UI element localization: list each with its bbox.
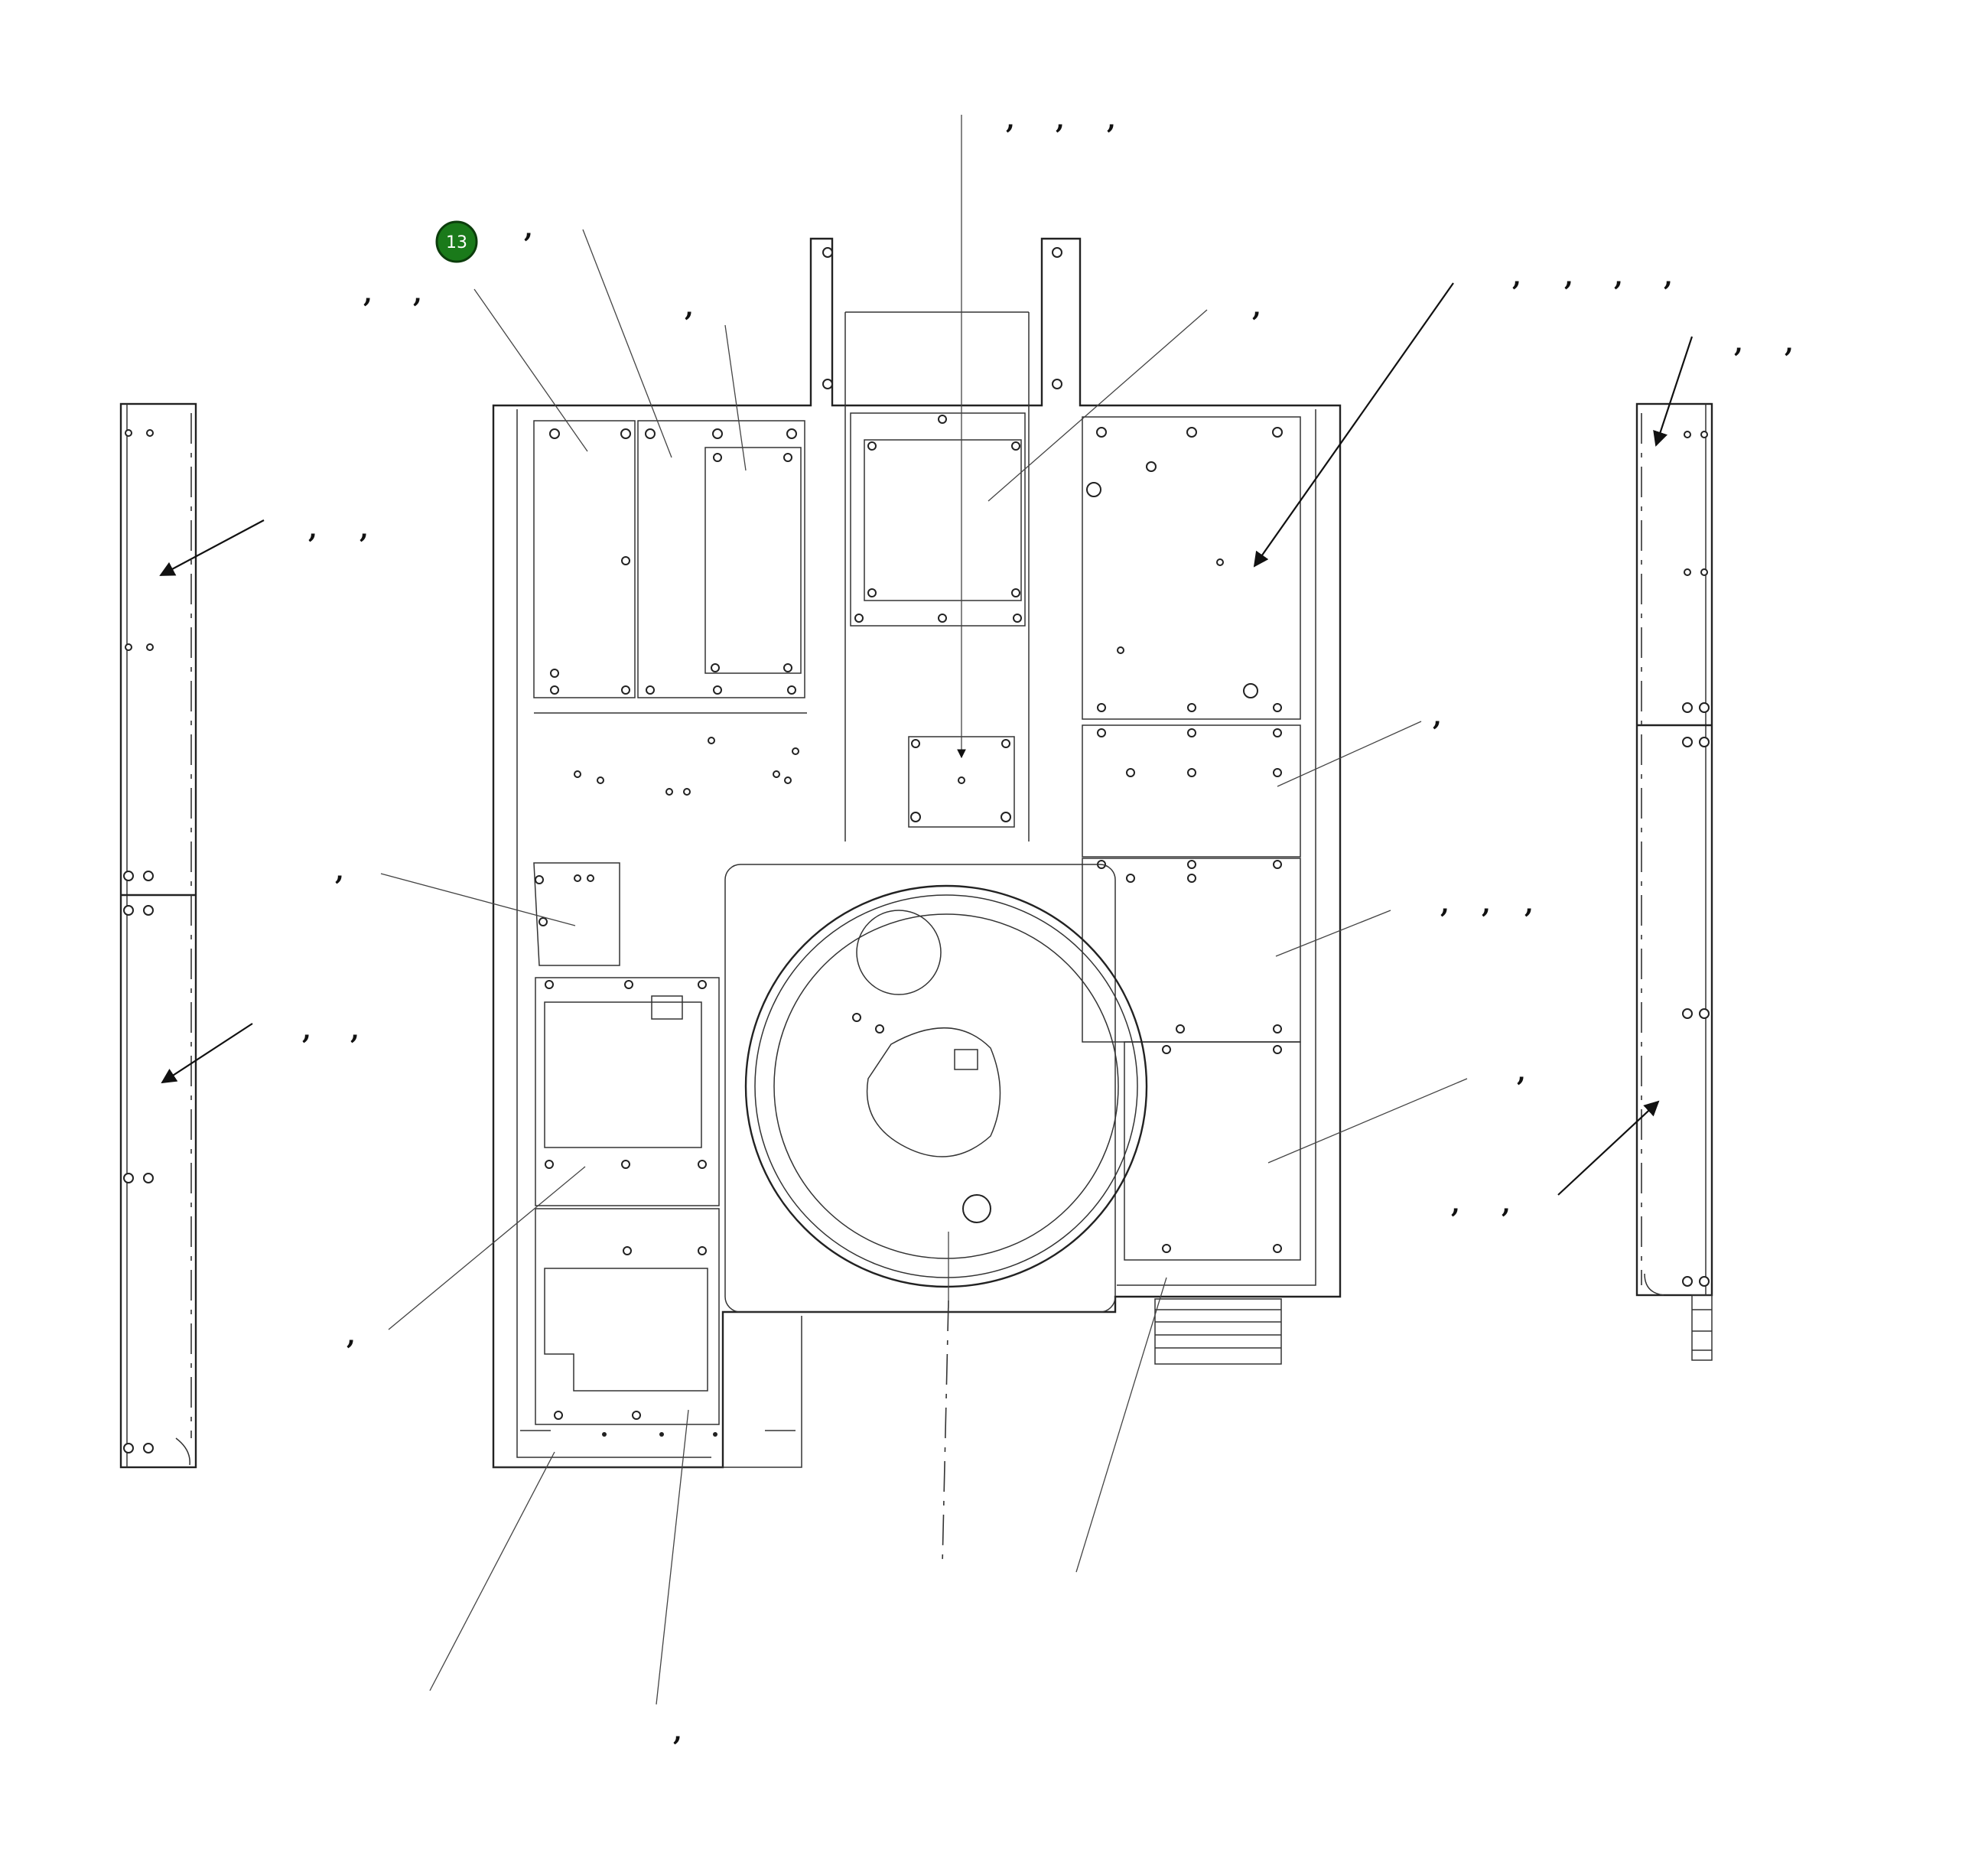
- label-separator: ,: [1433, 702, 1442, 732]
- label-separator: ,: [1524, 889, 1534, 920]
- label-separator: ,: [1734, 328, 1743, 359]
- callout-badge-13[interactable]: 13: [435, 220, 478, 263]
- label-separator: ,: [1482, 889, 1491, 920]
- label-separator: ,: [347, 1320, 356, 1351]
- label-separator: ,: [308, 514, 317, 545]
- label-separator: ,: [1451, 1189, 1460, 1219]
- left-side-rail: [119, 402, 197, 1469]
- label-separator: ,: [1664, 262, 1673, 292]
- label-separator: ,: [350, 1015, 360, 1046]
- leader-lines: [159, 115, 1694, 1705]
- label-separator: ,: [363, 278, 373, 309]
- right-side-rail: [1635, 402, 1713, 1361]
- label-separator: ,: [1502, 1189, 1511, 1219]
- label-separator: ,: [413, 278, 422, 309]
- label-separator: ,: [335, 856, 344, 887]
- label-separator: ,: [360, 514, 369, 545]
- label-separator: ,: [302, 1015, 311, 1046]
- label-separator: ,: [1614, 262, 1623, 292]
- label-separator: ,: [685, 292, 694, 323]
- label-separator: ,: [1785, 328, 1794, 359]
- label-separator: ,: [673, 1717, 682, 1747]
- label-separator: ,: [1440, 889, 1450, 920]
- main-frame: [492, 237, 1342, 1565]
- label-separator: ,: [1006, 105, 1015, 135]
- label-separator: ,: [1107, 105, 1116, 135]
- reference-labels: , , , , , , , , , , , , , , , , , , , , …: [302, 105, 1794, 1747]
- label-separator: ,: [1056, 105, 1065, 135]
- label-separator: ,: [1252, 292, 1261, 323]
- label-separator: ,: [524, 213, 533, 244]
- callout-badge-number: 13: [446, 233, 467, 252]
- label-separator: ,: [1512, 262, 1521, 292]
- callout-badge-circle: [435, 220, 478, 263]
- label-separator: ,: [1564, 262, 1573, 292]
- label-separator: ,: [1517, 1057, 1526, 1088]
